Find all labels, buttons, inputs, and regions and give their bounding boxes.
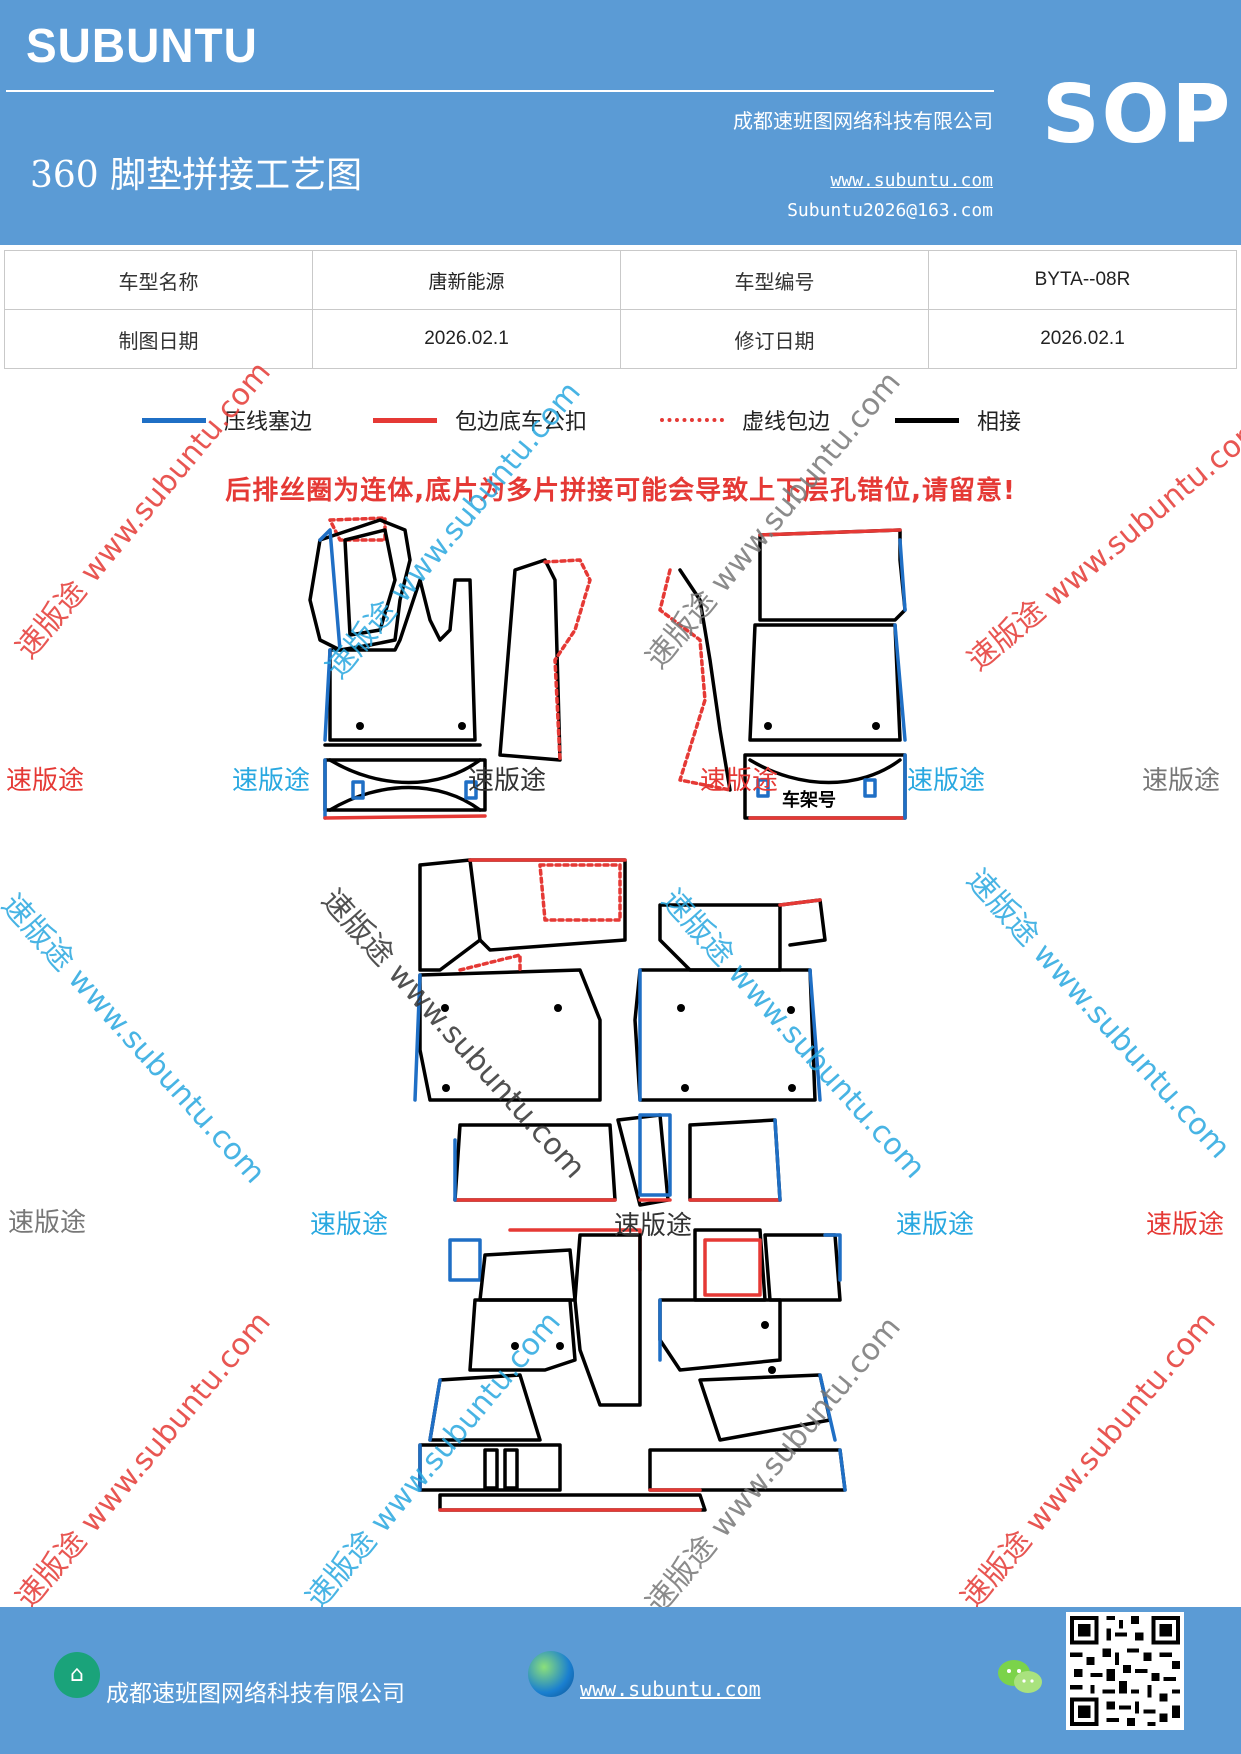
- legend-label: 相接: [977, 410, 1022, 435]
- legend-swatch-black: [895, 417, 959, 423]
- front-left-mat: [308, 516, 487, 820]
- footer-website-link[interactable]: www.subuntu.com: [580, 1677, 761, 1701]
- third-row-left-mat: [418, 1228, 707, 1512]
- second-row-right-mat: [633, 898, 827, 1202]
- legend-label: 包边底车公扣: [455, 410, 588, 435]
- legend-swatch-dotted: [660, 418, 724, 422]
- doc-type-label: SOP: [1042, 68, 1233, 161]
- second-row-center-hump: [616, 1113, 672, 1207]
- qr-code[interactable]: [1066, 1612, 1184, 1730]
- legend-joint: 相接: [895, 400, 1021, 440]
- company-name: 成都速班图网络科技有限公司: [733, 109, 993, 133]
- legend-edge-buckle: 包边底车公扣: [373, 400, 587, 440]
- second-row-left-mat: [413, 858, 627, 1202]
- warning-note: 后排丝圈为连体,底片为多片拼接可能会导致上下层孔错位,请留意!: [225, 476, 1016, 506]
- floor-mat-diagram: 车架号: [308, 516, 907, 1512]
- revision-date-label: 修订日期: [620, 309, 929, 369]
- page-title: 360 脚垫拼接工艺图: [30, 155, 363, 196]
- vehicle-info-table: 车型名称 唐新能源 车型编号 BYTA--08R 制图日期 2026.02.1 …: [4, 250, 1237, 369]
- legend-swatch-red: [373, 417, 437, 423]
- legend-label: 虚线包边: [742, 410, 831, 435]
- model-code-value: BYTA--08R: [928, 250, 1237, 310]
- footer-banner: ⌂ 成都速班图网络科技有限公司 www.subuntu.com: [0, 1607, 1241, 1754]
- table-row: 车型名称 唐新能源 车型编号 BYTA--08R: [4, 250, 1237, 310]
- third-row-right-mat: [648, 1228, 847, 1492]
- drawing-date-value: 2026.02.1: [312, 309, 621, 369]
- globe-icon: [528, 1651, 574, 1697]
- legend-press-line: 压线塞边: [142, 400, 312, 440]
- email-address[interactable]: Subuntu2026@163.com: [787, 200, 993, 221]
- front-center-tunnel-mat: [498, 558, 592, 762]
- model-code-label: 车型编号: [620, 250, 929, 310]
- revision-date-value: 2026.02.1: [928, 309, 1237, 369]
- legend-dotted-edge: 虚线包边: [660, 400, 830, 440]
- wechat-icon: [998, 1660, 1042, 1693]
- legend-label: 压线塞边: [224, 410, 313, 435]
- legend-swatch-blue: [142, 417, 206, 423]
- front-right-mat: [658, 528, 907, 820]
- header-banner: SUBUNTU SOP 360 脚垫拼接工艺图 成都速班图网络科技有限公司 ww…: [0, 0, 1241, 245]
- drawing-date-label: 制图日期: [4, 309, 313, 369]
- website-link[interactable]: www.subuntu.com: [830, 170, 993, 191]
- footer-company: 成都速班图网络科技有限公司: [106, 1681, 405, 1707]
- home-icon: ⌂: [54, 1652, 100, 1698]
- brand-logo: SUBUNTU: [26, 17, 258, 73]
- model-name-value: 唐新能源: [312, 250, 621, 310]
- header-divider: [6, 90, 994, 92]
- model-name-label: 车型名称: [4, 250, 313, 310]
- table-row: 制图日期 2026.02.1 修订日期 2026.02.1: [4, 309, 1237, 369]
- frame-number-label: 车架号: [782, 789, 836, 811]
